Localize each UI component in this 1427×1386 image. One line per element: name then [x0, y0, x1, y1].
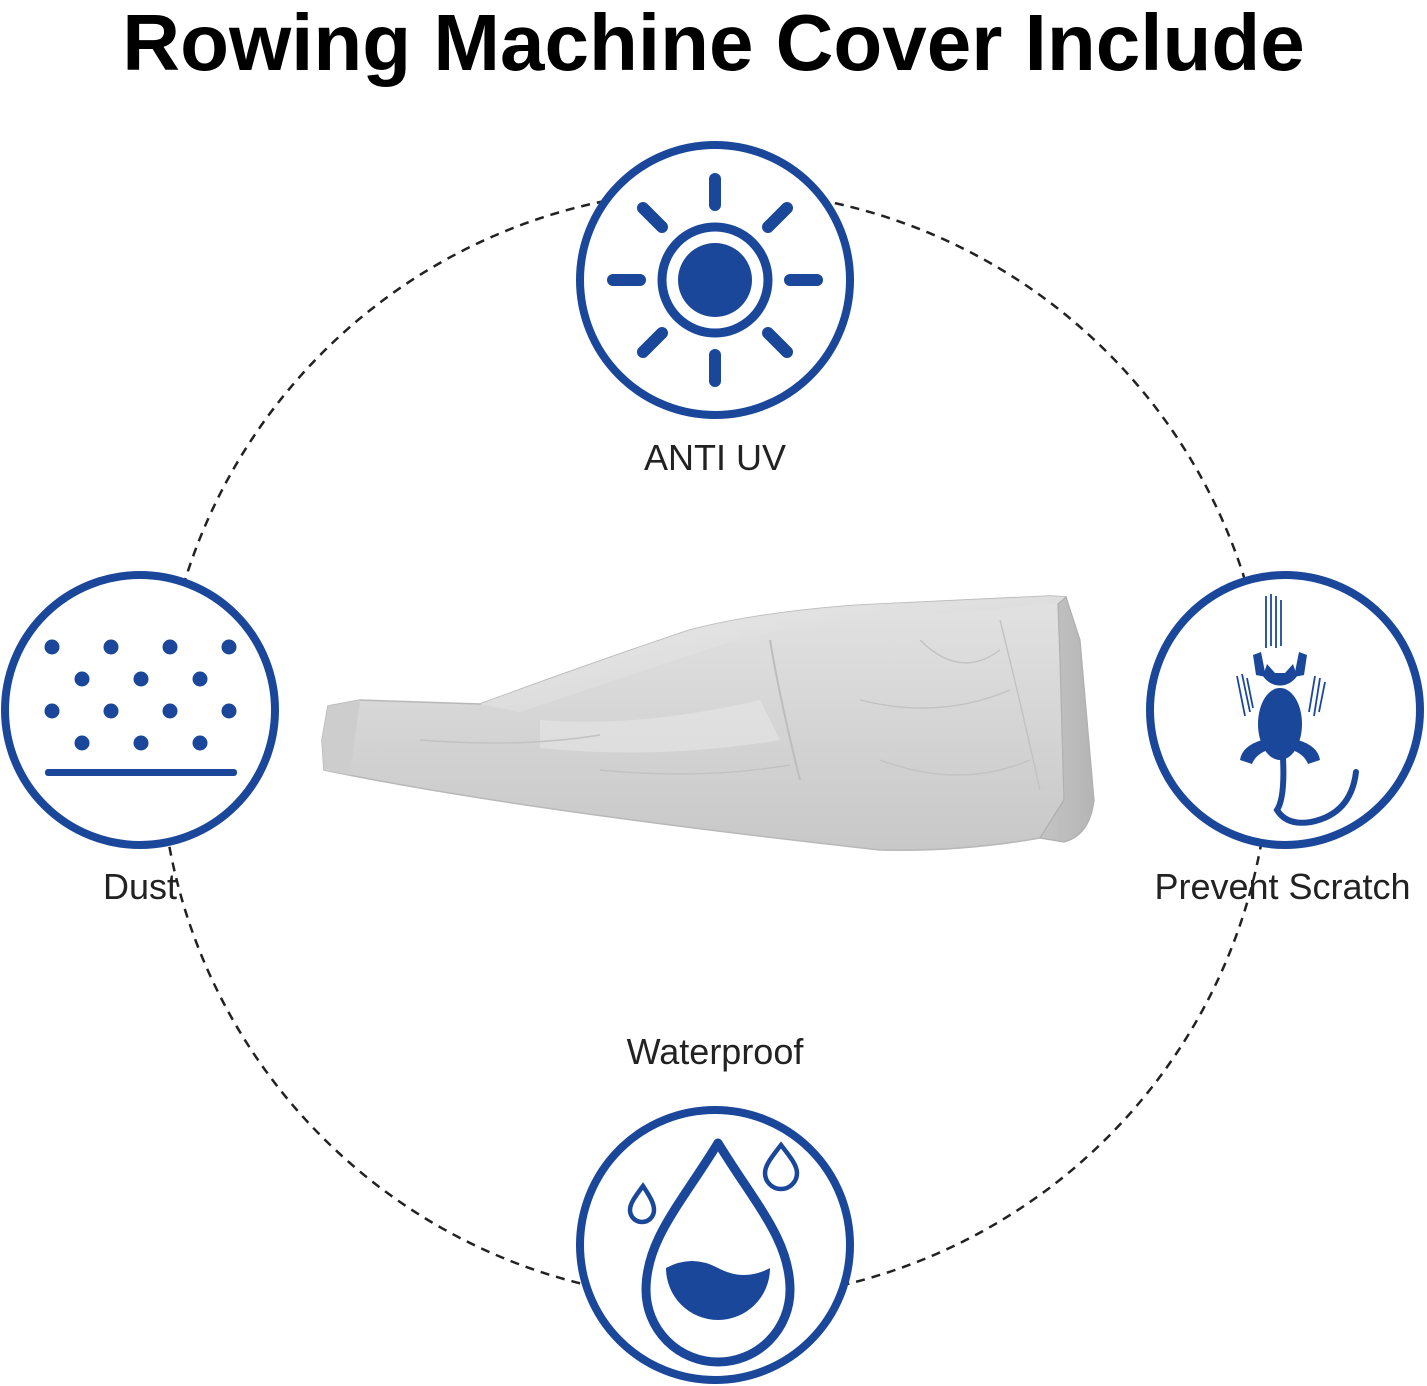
prevent-scratch-badge	[1146, 571, 1424, 849]
page-title: Rowing Machine Cover Include	[122, 0, 1305, 87]
feature-label-anti-uv: ANTI UV	[643, 437, 786, 478]
scratching-cat-icon	[1236, 594, 1359, 826]
dust-badge	[1, 571, 279, 849]
dust-particles-icon	[44, 639, 237, 776]
anti-uv-badge	[576, 141, 854, 419]
feature-label-prevent-scratch: Prevent Scratch	[1154, 866, 1411, 907]
rowing-machine-cover-image	[321, 595, 1095, 851]
water-drop-icon	[627, 1138, 800, 1367]
feature-label-waterproof: Waterproof	[626, 1031, 804, 1072]
waterproof-badge	[576, 1106, 854, 1384]
sun-icon	[607, 173, 823, 387]
feature-label-dust: Dust	[102, 866, 178, 907]
